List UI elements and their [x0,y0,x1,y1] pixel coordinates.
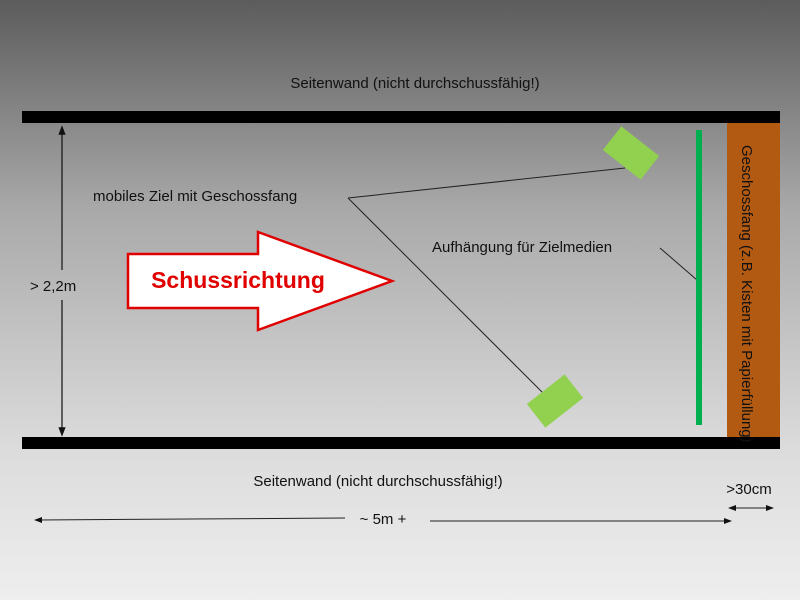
length-arrow-left [34,516,346,523]
backstop [727,123,780,437]
backstop-depth-label: >30cm [726,481,771,498]
top-wall-label: Seitenwand (nicht durchschussfähig!) [290,75,539,92]
pointer-line-mount [659,247,698,281]
pointer-line-lower [347,197,544,394]
direction-arrow [126,230,396,332]
top-wall [22,111,780,123]
pointer-line-upper [347,167,626,199]
bottom-wall [22,437,780,449]
target-mount [696,130,702,425]
length-label: ~ 5m + [360,511,407,528]
mobile-target-label: mobiles Ziel mit Geschossfang [93,188,297,205]
height-label: > 2,2m [30,278,76,295]
mobile-target-upper [602,126,660,180]
direction-label: Schussrichtung [151,267,325,293]
target-mount-label: Aufhängung für Zielmedien [432,239,612,256]
bottom-wall-label: Seitenwand (nicht durchschussfähig!) [253,473,502,490]
mobile-target-lower [526,374,584,428]
backstop-label: Geschossfang (z.B. Kisten mit Papierfüll… [738,145,755,443]
